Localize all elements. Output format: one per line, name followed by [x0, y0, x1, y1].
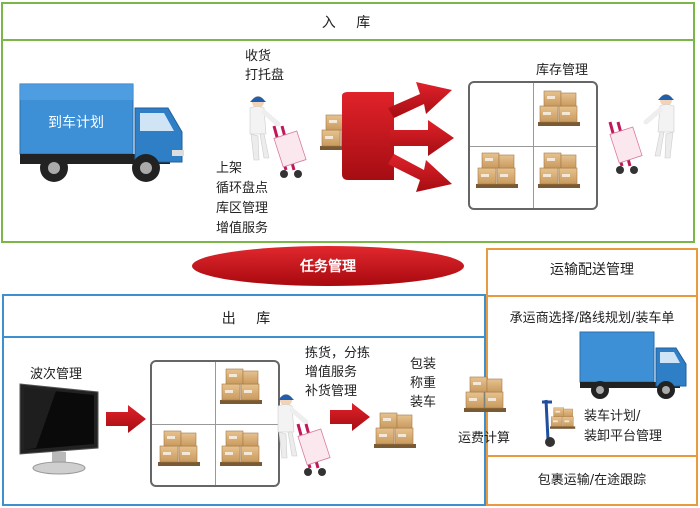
transport-header	[486, 248, 698, 297]
receive-label: 收货	[245, 49, 272, 64]
dock-management-label: 装卸平台管理	[584, 429, 663, 444]
worker-icon	[244, 90, 308, 180]
truck-icon	[19, 83, 184, 182]
value-added-label: 增值服务	[216, 221, 269, 236]
palletize-label: 打托盘	[245, 68, 285, 83]
packing-label: 包装	[410, 357, 437, 372]
pallet-boxes-icon	[538, 90, 581, 127]
pallet-boxes-icon	[220, 368, 263, 405]
weighing-label: 称重	[410, 376, 437, 391]
storage-rack	[468, 81, 598, 210]
outbound-title: 出 库	[221, 311, 279, 327]
delivery-truck-icon	[579, 331, 687, 399]
tracking-row	[486, 455, 698, 506]
value-added-services-label: 增值服务	[305, 365, 358, 380]
putaway-label: 上架	[216, 161, 243, 176]
pallet-boxes-icon	[464, 376, 507, 413]
distribution-arrows-icon	[342, 82, 454, 192]
task-management-oval	[192, 246, 464, 286]
pallet-boxes-icon	[158, 430, 201, 467]
pallet-boxes-icon	[538, 152, 581, 189]
inbound-header	[1, 2, 695, 41]
inventory-management-label: 库存管理	[536, 63, 589, 78]
cycle-count-label: 循环盘点	[216, 181, 269, 196]
right-arrow-icon	[106, 405, 146, 433]
inbound-title: 入 库	[321, 15, 379, 31]
wave-management-label: 波次管理	[30, 367, 83, 382]
inbound-section	[1, 2, 695, 243]
pick-sort-label: 拣货，分拣	[305, 346, 371, 361]
pallet-boxes-icon	[220, 430, 263, 467]
transport-title: 运输配送管理	[550, 262, 634, 278]
arrival-plan-label: 到车计划	[48, 115, 104, 131]
task-management-label: 任务管理	[300, 259, 356, 275]
monitor-icon	[19, 383, 99, 475]
carrier-route-planning-label: 承运商选择/路线规划/装车单	[509, 311, 675, 326]
right-arrow-icon	[330, 403, 370, 431]
worker-icon	[608, 92, 680, 176]
replenishment-label: 补货管理	[305, 384, 358, 399]
outbound-header	[2, 294, 486, 338]
zone-management-label: 库区管理	[216, 201, 269, 216]
pallet-boxes-icon	[476, 152, 519, 189]
hand-truck-icon	[542, 399, 576, 447]
freight-calculation-label: 运费计算	[458, 431, 511, 446]
loading-label: 装车	[410, 395, 437, 410]
loading-plan-label: 装车计划/	[584, 409, 641, 424]
parcel-tracking-label: 包裹运输/在途跟踪	[537, 473, 647, 488]
